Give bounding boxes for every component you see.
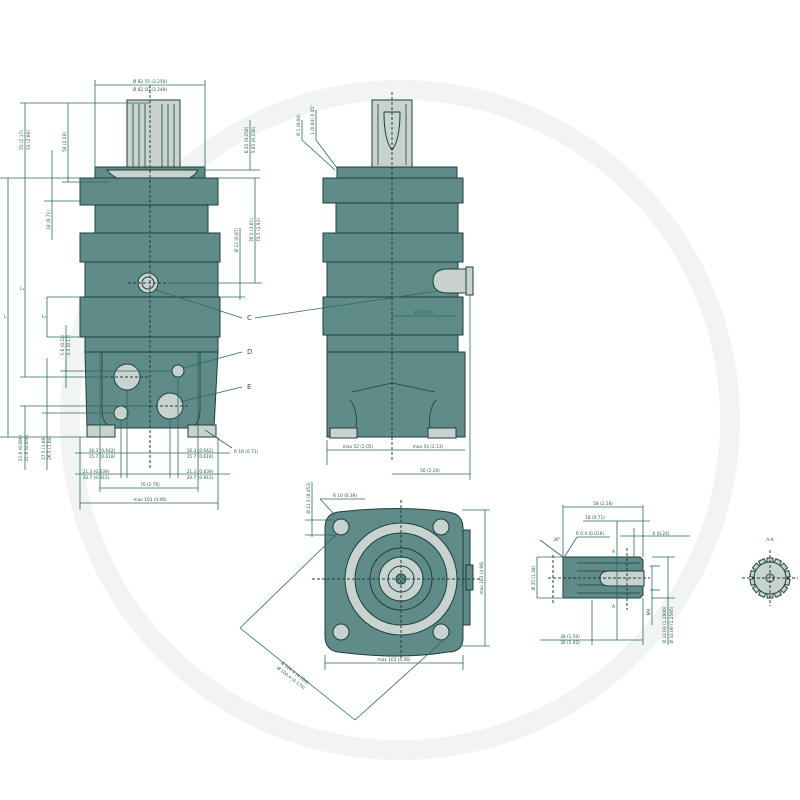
svg-text:20.7 (0.815): 20.7 (0.815) (83, 475, 110, 481)
foot (329, 427, 358, 439)
bolt-hole (332, 623, 350, 641)
shaft-spline (126, 99, 181, 179)
svg-text:27.5 (1.08): 27.5 (1.08) (41, 436, 47, 460)
bolt-hole (432, 623, 450, 641)
svg-text:Ø 11.5 (0.453): Ø 11.5 (0.453) (305, 482, 312, 514)
foot (187, 424, 217, 438)
front-view: Ø 82.55 (3.250) Ø 82.50 (3.248) 55 (2.17… (0, 78, 262, 510)
svg-text:20.7 (0.815): 20.7 (0.815) (187, 475, 214, 481)
svg-text:30°: 30° (553, 537, 561, 543)
section-a-a: A-A (742, 537, 798, 606)
svg-text:A-A: A-A (766, 537, 773, 543)
svg-text:26.5 (1.04): 26.5 (1.04) (47, 436, 53, 460)
svg-text:15.7 (0.618): 15.7 (0.618) (187, 454, 214, 460)
svg-text:53 (2.09): 53 (2.09) (26, 130, 32, 150)
svg-text:max 103 (4.06): max 103 (4.06) (377, 657, 411, 663)
svg-text:L₂: L₂ (42, 314, 46, 320)
svg-text:Ø 32.00 (1.2595): Ø 32.00 (1.2595) (668, 606, 675, 643)
svg-text:55 (2.17): 55 (2.17) (19, 130, 25, 150)
svg-text:max 103 (4.06): max 103 (4.06) (479, 561, 485, 595)
foot (427, 427, 457, 439)
svg-text:Ø 32.03 (1.2600): Ø 32.03 (1.2600) (661, 606, 668, 643)
mounting-flange (79, 177, 219, 206)
svg-text:4.4 (0.17): 4.4 (0.17) (66, 334, 72, 355)
svg-text:5.85 (0.230): 5.85 (0.230) (251, 126, 257, 153)
svg-text:5.6 (0.22): 5.6 (0.22) (60, 334, 66, 355)
svg-text:A: A (612, 604, 615, 610)
svg-text:L: L (4, 314, 7, 320)
svg-text:21.3 (0.839): 21.3 (0.839) (187, 469, 214, 475)
svg-text:R 18 (0.71): R 18 (0.71) (234, 449, 258, 455)
port-drain (113, 405, 129, 421)
svg-text:E: E (247, 383, 251, 391)
svg-text:1 (0.04) X 45°: 1 (0.04) X 45° (310, 105, 316, 135)
watermark (60, 80, 740, 760)
drain-fitting (432, 268, 467, 294)
svg-text:76.5 (3.01): 76.5 (3.01) (249, 218, 255, 242)
svg-text:max 54 (2.13): max 54 (2.13) (413, 444, 444, 450)
svg-text:C: C (247, 314, 252, 322)
port-housing (326, 351, 466, 438)
svg-text:R 1 (0.04): R 1 (0.04) (296, 114, 302, 136)
svg-text:6 (0.24): 6 (0.24) (652, 531, 669, 537)
flange-view: Ø 11.5 (0.453) R 10 (0.39) max 103 (4.06… (239, 482, 490, 721)
svg-text:Ø 82.55 (3.250): Ø 82.55 (3.250) (133, 78, 167, 85)
bolt-hole (432, 518, 450, 536)
svg-text:58 (2.28): 58 (2.28) (593, 501, 613, 507)
side-view: R 1 (0.04) 1 (0.04) X 45° 46 (1.81) max … (254, 92, 474, 480)
svg-text:16.3 (0.642): 16.3 (0.642) (187, 448, 214, 454)
svg-text:36 (1.42): 36 (1.42) (560, 640, 580, 646)
svg-text:46 (1.81): 46 (1.81) (414, 310, 434, 316)
svg-text:Ø 22 (0.87): Ø 22 (0.87) (233, 227, 240, 252)
svg-text:18 (0.71): 18 (0.71) (46, 210, 52, 230)
svg-text:21.3 (0.839): 21.3 (0.839) (83, 469, 110, 475)
shaft-detail: 58 (2.28) 18 (0.71) R 0.4 (0.016) 6 (0.2… (530, 501, 690, 646)
mounting-flange (322, 177, 464, 204)
svg-text:A: A (612, 549, 615, 555)
svg-text:21.6 (0.850): 21.6 (0.850) (24, 434, 30, 461)
port-d (171, 364, 185, 378)
svg-text:max 52 (2.05): max 52 (2.05) (343, 444, 374, 450)
svg-text:58 (2.28): 58 (2.28) (62, 132, 68, 152)
svg-text:18 (0.71): 18 (0.71) (585, 515, 605, 521)
svg-text:6.35 (0.250): 6.35 (0.250) (244, 126, 250, 153)
svg-text:70 (2.76): 70 (2.76) (140, 482, 160, 488)
svg-text:15.7 (0.618): 15.7 (0.618) (89, 454, 116, 460)
svg-text:max 103 (4.06): max 103 (4.06) (133, 497, 167, 503)
svg-text:M8: M8 (646, 609, 652, 616)
svg-text:L₁: L₁ (20, 286, 24, 292)
svg-text:38 (1.50): 38 (1.50) (560, 634, 580, 640)
svg-text:Ø 82.50 (3.248): Ø 82.50 (3.248) (133, 86, 167, 93)
svg-text:R 0.4 (0.016): R 0.4 (0.016) (576, 531, 605, 537)
svg-text:56 (2.20): 56 (2.20) (420, 468, 440, 474)
svg-text:Ø 35 (1.38): Ø 35 (1.38) (530, 565, 537, 590)
foot (86, 424, 116, 438)
svg-text:16.3 (0.642): 16.3 (0.642) (89, 448, 116, 454)
svg-text:22.6 (0.890): 22.6 (0.890) (18, 434, 24, 461)
svg-text:74.5 (2.93): 74.5 (2.93) (256, 218, 262, 242)
svg-text:D: D (247, 348, 252, 356)
svg-text:R 10 (0.39): R 10 (0.39) (333, 493, 357, 499)
bolt-hole (332, 518, 350, 536)
